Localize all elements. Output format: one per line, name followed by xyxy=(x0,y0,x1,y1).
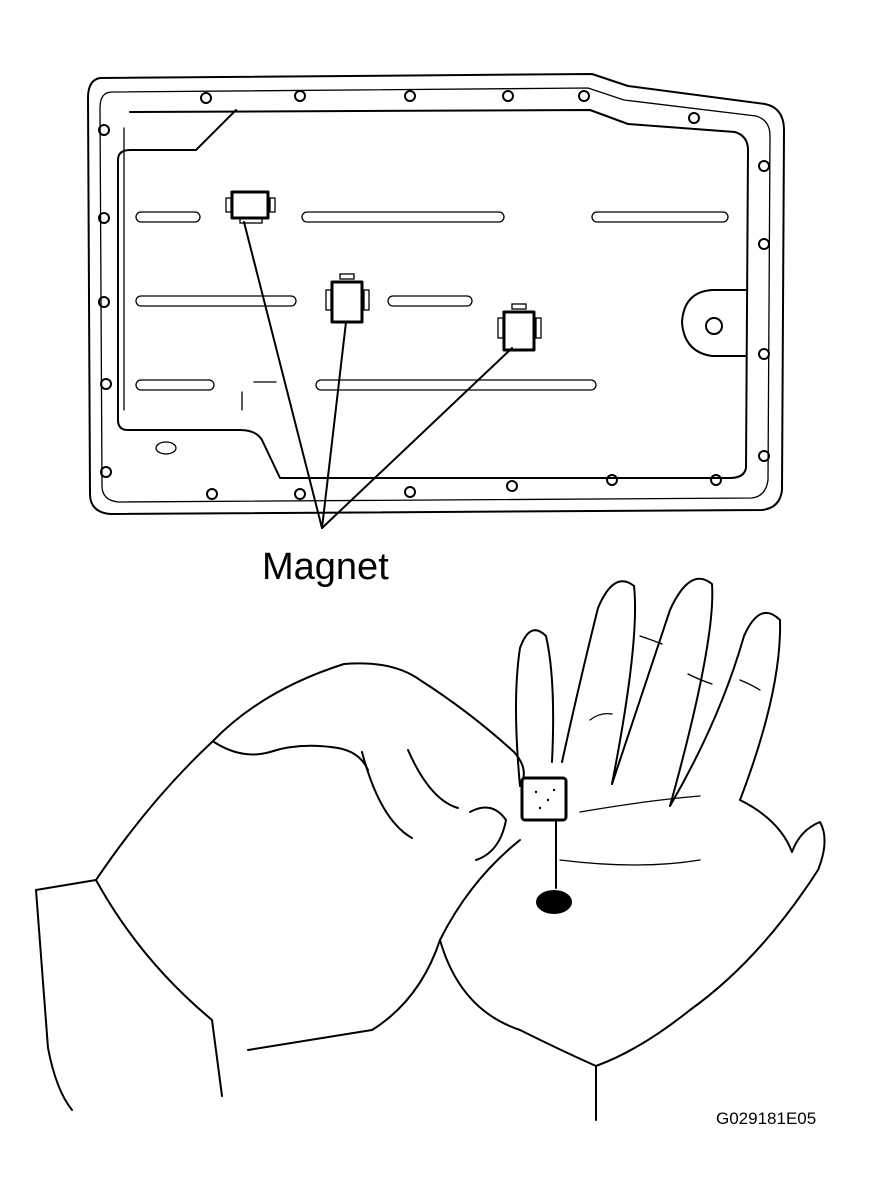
bolt-holes xyxy=(98,90,770,500)
magnet-icon xyxy=(325,273,370,324)
oil-pan-outline xyxy=(87,73,785,515)
callout-leaders xyxy=(243,221,513,529)
magnet-icon xyxy=(225,190,276,224)
magnet-callout-label: Magnet xyxy=(262,546,389,588)
magnet-icon xyxy=(520,776,568,822)
magnet-icon xyxy=(497,303,542,352)
pan-ribs xyxy=(135,211,729,411)
hand-icon xyxy=(35,577,826,1121)
figure-code: G029181E05 xyxy=(716,1109,817,1128)
metal-debris-icon xyxy=(536,821,572,914)
